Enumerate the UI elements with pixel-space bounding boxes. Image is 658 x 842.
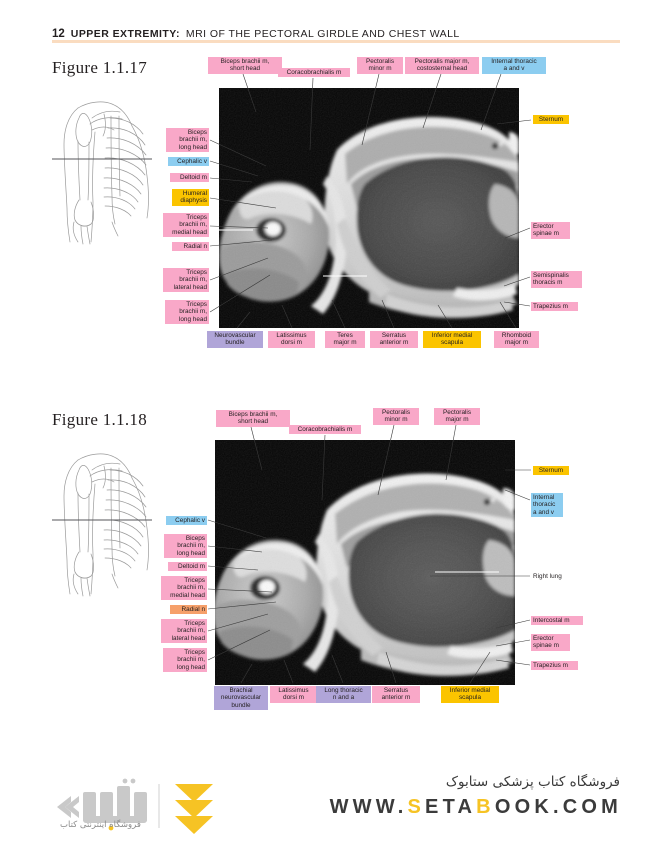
- anatomy-label: Internal thoracic a and v: [482, 57, 546, 74]
- anatomy-label: Latissimus dorsi m: [270, 686, 317, 703]
- anatomy-label: Biceps brachii m, short head: [216, 410, 290, 427]
- logo-subtitle: فروشگاه اینترنتی کتاب: [60, 820, 141, 830]
- figure-title-1: Figure 1.1.17: [52, 58, 148, 77]
- anatomy-label: Deltoid m: [170, 173, 209, 183]
- anatomy-label: Biceps brachii m, long head: [166, 128, 209, 153]
- page-number: 12: [52, 28, 65, 40]
- url-s: S: [407, 796, 426, 818]
- orientation-diagram-2: [48, 448, 156, 598]
- orientation-diagram-1: [48, 96, 156, 246]
- anatomy-label: Triceps brachii m, lateral head: [163, 268, 209, 293]
- anatomy-label: Cephalic v: [166, 516, 207, 526]
- anatomy-label: Trapezius m: [531, 661, 578, 671]
- anatomy-label: Internal thoracic a and v: [531, 493, 563, 518]
- anatomy-label: Radial n: [170, 605, 207, 615]
- anatomy-label: Pectoralis major m: [434, 408, 480, 425]
- anatomy-label: Coracobrachialis m: [289, 425, 361, 435]
- anatomy-label: Deltoid m: [168, 562, 207, 572]
- anatomy-label: Humeral diaphysis: [172, 189, 209, 206]
- anatomy-label: Triceps brachii m, medial head: [163, 213, 209, 238]
- anatomy-label: Biceps brachii m, short head: [208, 57, 282, 74]
- anatomy-label: Semispinalis thoracis m: [531, 271, 582, 288]
- anatomy-label: Sternum: [533, 115, 569, 125]
- header-section: UPPER EXTREMITY:: [70, 28, 180, 40]
- anatomy-label: Triceps brachii m, long head: [165, 300, 209, 325]
- page-header: 12 UPPER EXTREMITY: MRI OF THE PECTORAL …: [52, 20, 648, 40]
- anatomy-label: Erector spinae m: [531, 634, 570, 651]
- anatomy-label: Coracobrachialis m: [278, 68, 350, 78]
- anatomy-label: Pectoralis minor m: [373, 408, 419, 425]
- anatomy-label: Triceps brachii m, medial head: [161, 576, 207, 601]
- footer-url[interactable]: WWW.SETABOOK.COM: [330, 796, 622, 819]
- mri-axial-image-2: [215, 440, 515, 685]
- anatomy-label: Trapezius m: [531, 302, 578, 312]
- anatomy-label: Triceps brachii m, lateral head: [161, 619, 207, 644]
- anatomy-label: Serratus anterior m: [372, 686, 420, 703]
- header-divider: [52, 40, 620, 43]
- anatomy-label: Brachial neurovascular bundle: [214, 686, 268, 711]
- anatomy-label: Teres major m: [325, 331, 365, 348]
- anatomy-label: Erector spinae m: [531, 222, 570, 239]
- anatomy-label: Pectoralis major m, costosternal head: [405, 57, 479, 74]
- anatomy-label: Inferior medial scapula: [423, 331, 481, 348]
- url-prefix: WWW.: [329, 796, 408, 818]
- url-eta: ETA: [425, 796, 477, 818]
- anatomy-label: Triceps brachii m, long head: [163, 648, 207, 673]
- anatomy-label: Right lung: [533, 573, 562, 580]
- setabook-logo: [55, 776, 305, 836]
- page-footer: فروشگاه اینترنتی کتاب فروشگاه کتاب پزشکی…: [0, 770, 658, 842]
- anatomy-label: Long thoracic n and a: [316, 686, 371, 703]
- anatomy-label: Sternum: [533, 466, 569, 476]
- anatomy-label: Inferior medial scapula: [441, 686, 499, 703]
- footer-tagline: فروشگاه کتاب پزشکی ستابوک: [445, 774, 620, 790]
- anatomy-label: Serratus anterior m: [370, 331, 418, 348]
- anatomy-label: Pectoralis minor m: [357, 57, 403, 74]
- header-subtitle: MRI OF THE PECTORAL GIRDLE AND CHEST WAL…: [185, 28, 460, 40]
- url-b: B: [476, 796, 495, 818]
- anatomy-label: Latissimus dorsi m: [268, 331, 315, 348]
- url-suffix: OOK.COM: [494, 796, 622, 818]
- anatomy-label: Cephalic v: [168, 157, 209, 167]
- anatomy-label: Radial n: [172, 242, 209, 252]
- anatomy-label: Biceps brachii m, long head: [164, 534, 207, 559]
- anatomy-label: Rhomboid major m: [494, 331, 539, 348]
- figure-title-2: Figure 1.1.18: [52, 410, 148, 429]
- anatomy-label: Intercostal m: [531, 616, 583, 626]
- mri-axial-image-1: [219, 88, 519, 328]
- anatomy-label: Neurovascular bundle: [207, 331, 263, 348]
